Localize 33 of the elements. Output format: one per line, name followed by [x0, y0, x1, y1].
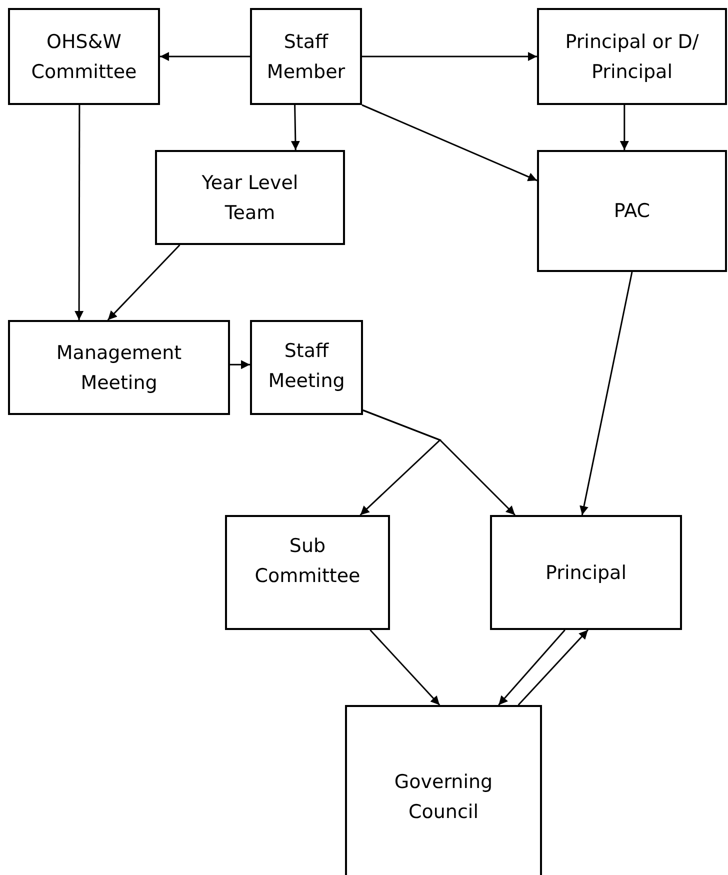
box-label: Staff Meeting	[267, 339, 346, 394]
process-box	[155, 150, 345, 245]
arrow	[370, 630, 440, 706]
process-box	[8, 8, 160, 105]
process-box	[537, 150, 727, 272]
box-label: Year Level Team	[200, 170, 300, 226]
arrow	[518, 629, 588, 706]
box-label: Sub Committee	[254, 534, 362, 589]
box-label: OHS&W Committee	[30, 30, 138, 84]
arrow	[362, 410, 516, 516]
process-box	[250, 8, 362, 105]
process-box	[250, 320, 363, 415]
process-box	[8, 320, 230, 415]
process-box	[345, 705, 542, 875]
box-label: Principal	[546, 560, 626, 586]
box-label: Staff Member	[266, 30, 346, 84]
process-box	[537, 8, 727, 105]
arrow	[107, 244, 180, 321]
arrow	[362, 52, 537, 61]
arrow	[362, 104, 538, 182]
arrow	[620, 105, 629, 150]
box-label: Governing Council	[393, 770, 494, 825]
box-label: Principal or D/ Principal	[564, 30, 700, 84]
box-label: PAC	[614, 199, 650, 224]
arrow	[160, 52, 250, 61]
arrow	[498, 630, 566, 706]
process-box	[225, 515, 390, 630]
arrow	[230, 360, 250, 370]
arrow	[290, 104, 300, 150]
process-box	[490, 515, 682, 630]
arrow	[580, 272, 633, 516]
arrow	[74, 105, 84, 320]
box-label: Management Meeting	[55, 340, 183, 396]
